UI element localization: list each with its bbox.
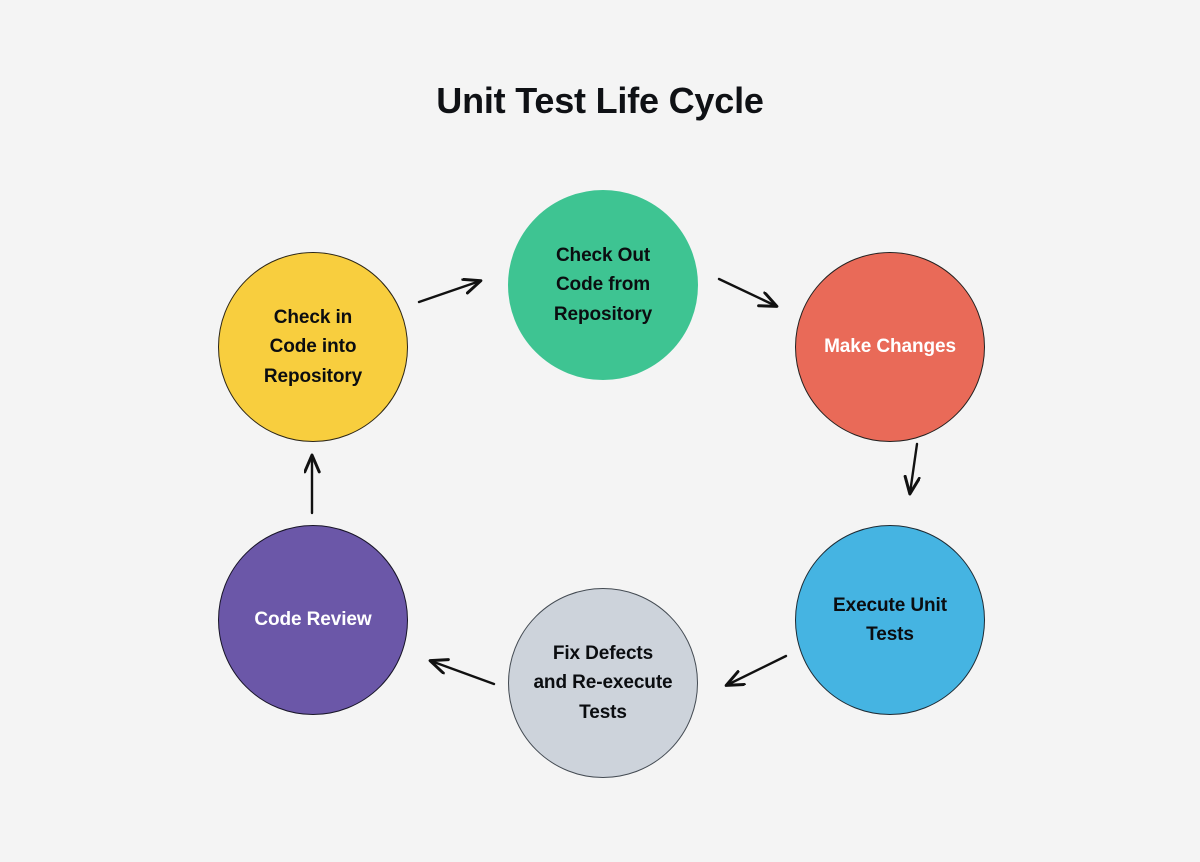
arrow-checkout-to-changes bbox=[717, 277, 776, 306]
node-code-review-label: Code Review bbox=[254, 609, 372, 631]
node-check-in-code[interactable]: Check in Code into Repository bbox=[218, 252, 408, 442]
node-code-review[interactable]: Code Review bbox=[218, 525, 408, 715]
arrow-fix-to-review bbox=[431, 661, 496, 686]
arrow-execute-to-fix bbox=[727, 654, 788, 685]
node-check-out-code-label: Check Out Code from Repository bbox=[553, 244, 653, 325]
page-title: Unit Test Life Cycle bbox=[436, 80, 764, 121]
arrow-checkin-to-checkout bbox=[417, 281, 480, 304]
node-fix-defects-label: Fix Defects and Re-execute Tests bbox=[533, 642, 673, 723]
arrow-changes-to-execute bbox=[910, 442, 917, 493]
node-fix-defects[interactable]: Fix Defects and Re-execute Tests bbox=[508, 588, 698, 778]
node-check-in-code-label: Check in Code into Repository bbox=[263, 306, 363, 387]
node-execute-unit-tests[interactable]: Execute Unit Tests bbox=[795, 525, 985, 715]
node-make-changes-label: Make Changes bbox=[824, 336, 956, 358]
node-make-changes[interactable]: Make Changes bbox=[795, 252, 985, 442]
node-check-out-code[interactable]: Check Out Code from Repository bbox=[508, 190, 698, 380]
node-execute-unit-tests-label: Execute Unit Tests bbox=[833, 594, 947, 645]
